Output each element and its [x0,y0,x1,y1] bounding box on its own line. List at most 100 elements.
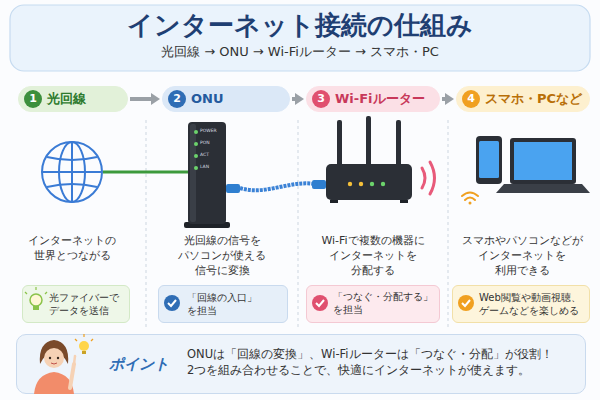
wifi-waves [422,162,435,194]
title-text: インターネット接続の仕組み [0,8,600,43]
phone-body [476,136,502,184]
person-face [44,348,64,368]
cable-plug [312,180,326,189]
check-mark [462,300,470,306]
wifi-wave [430,162,435,194]
globe-latitude [47,184,97,187]
person-smile [51,363,57,364]
person-bangs [44,348,64,352]
check-icon [458,295,474,311]
router-antenna [396,120,401,166]
bulb-ray [83,334,84,337]
check-icon [312,295,328,311]
column-separator [146,120,147,328]
bulb-ray [35,287,36,290]
onu-device [184,122,230,228]
led-label: PON [200,141,210,146]
cable-wire [240,183,314,190]
flow-arrow [442,93,454,105]
fiber-line [103,171,188,174]
globe-latitude [47,157,97,160]
arrow-head [151,93,160,105]
step-description: Wi-Fiで複数の機器に インターネットを 分配する [311,234,435,279]
column-separator [448,120,449,328]
point-box: ポイントONUは「回線の変換」、Wi-Fiルーターは「つなぐ・分配」が役割！ 2… [16,334,586,394]
callout-number: 1 [24,90,42,108]
onu-led [194,166,198,170]
onu-edge [190,124,196,222]
globe-outline [42,142,102,202]
bulb-glass [79,341,89,351]
onu-led [194,154,198,158]
check-mark [168,300,176,306]
laptop-screen [514,142,572,180]
led-label: LAN [200,165,209,170]
wifi-wave [422,168,425,188]
router-led [348,182,352,186]
flow-arrow [130,93,160,105]
check-icon [164,295,180,311]
node-text: 「回線の入口」 を担当 [187,291,284,318]
check-circle [164,295,180,311]
router-antenna [366,116,371,166]
onu-led [194,130,198,134]
node-text: 光ファイバーで データを送信 [49,291,126,318]
router-foot [400,200,408,203]
arrow-head [295,93,304,105]
column-separator [298,120,299,328]
phone-screen [479,141,499,178]
step-description: インターネットの 世界とつながる [9,234,135,264]
globe-icon [42,142,102,202]
node-text: ONU [191,90,224,108]
router-led [359,182,363,186]
arrow-shaft [130,97,153,101]
step-description: スマホやパソコンなどが インターネットを 利用できる [459,234,585,279]
bulb-base [82,351,86,354]
cable-plug [226,184,240,193]
node-text: Wi-Fiルーター [335,90,425,108]
check-circle [458,295,474,311]
callout-number: 3 [312,90,330,108]
onu-body [188,122,226,224]
router-led [381,182,385,186]
bulb-glass [30,294,42,306]
node-text: 光回線 [47,90,86,108]
callout-number: 4 [462,90,480,108]
laptop-icon [496,138,590,193]
router-device [326,116,412,203]
wifi-arc [465,198,475,201]
laptop-base [496,184,590,193]
lan-cable [226,180,326,193]
node-text: スマホ・PCなど [485,90,582,108]
flow-arrow [292,93,304,105]
person-eye [49,357,51,359]
callout-number: 2 [168,90,186,108]
laptop-lid [510,138,576,184]
wifi-dot [469,202,472,205]
step-description: 光回線の信号を パソコンが使える 信号に変換 [159,234,285,279]
led-label: ACT [200,153,209,158]
person-eye [57,357,59,359]
arrow-head [445,93,454,105]
led-label: POWER [200,129,217,134]
bulb-base [33,306,39,310]
subtitle-text: 光回線 → ONU → Wi-Fiルーター → スマホ・PC [0,45,600,58]
point-heading: ポイント [109,354,169,374]
router-antenna [337,120,342,166]
check-circle [312,295,328,311]
router-foot [330,200,338,203]
node-text: Web閲覧や動画視聴、 ゲームなどを楽しめる [479,291,586,318]
person-finger [74,356,75,364]
smartphone-icon [476,136,502,184]
check-mark [316,300,324,306]
router-body [326,164,412,200]
router-led [370,182,374,186]
node-text: 「つなぐ・分配する」 を担当 [333,291,437,317]
globe-equator [42,171,102,173]
wifi-arc [462,193,478,197]
small-wifi-icon [462,193,478,205]
onu-led [194,142,198,146]
